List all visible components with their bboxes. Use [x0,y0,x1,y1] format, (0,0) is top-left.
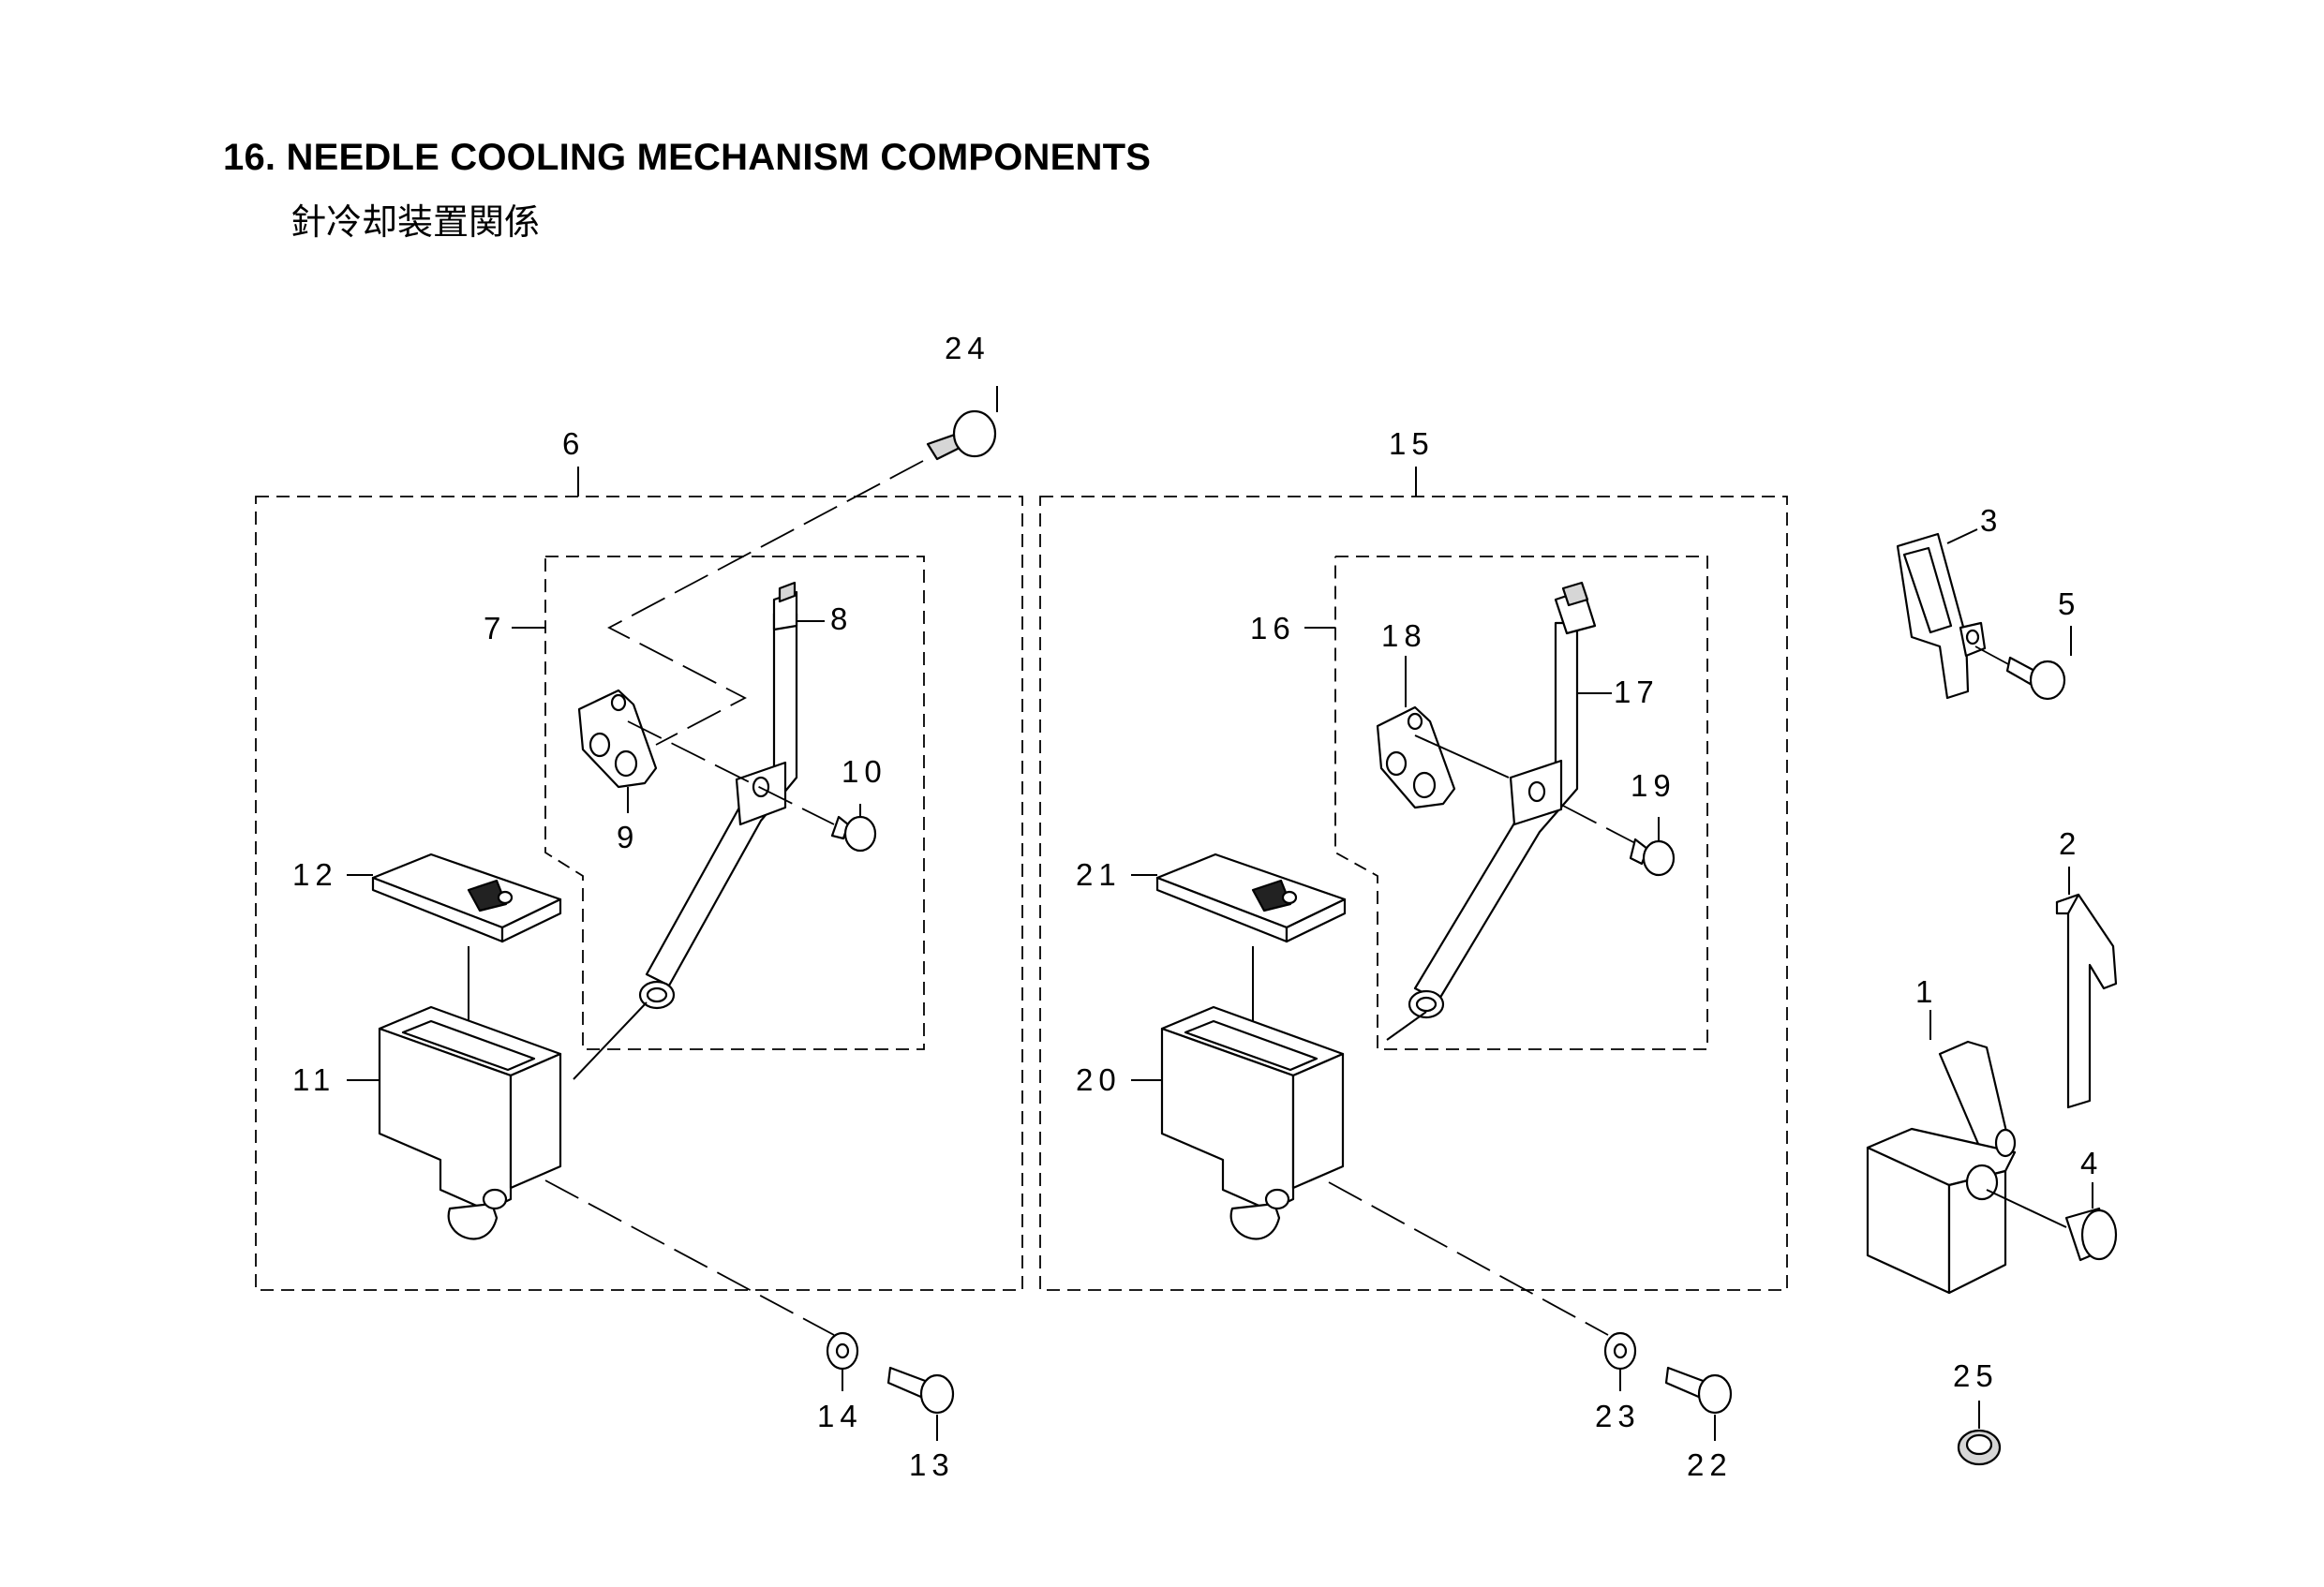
assembly-6-frame [255,496,1023,1291]
callout-25: 25 [1953,1358,1999,1393]
part-12-cover-end [500,897,562,943]
callout-11: 11 [292,1062,335,1097]
part-19-screw-head [1642,839,1676,877]
leader-13-14-route [544,1179,835,1336]
callout-10: 10 [842,754,887,789]
part-8-tip [778,581,797,603]
callout-23: 23 [1595,1399,1641,1433]
part-20-tank-elbow [1229,1202,1281,1240]
assembly-15-frame [1039,496,1788,1291]
assembly-7-frame [544,556,925,1050]
part-11-tank-fitting [482,1188,508,1210]
part-12-cover-hole [497,890,514,905]
callout-17: 17 [1614,675,1660,709]
block-to-cap-line [1986,1189,2067,1228]
part-18-hole-left [1385,750,1408,777]
page-title: 16. NEEDLE COOLING MECHANISM COMPONENTS [223,137,1152,178]
part-10-screw-shank [830,815,850,840]
part-11-tank-side [509,1052,562,1190]
callout-6: 6 [562,426,585,461]
part-14-washer-hole [835,1342,850,1359]
part-22-screw-head [1697,1373,1733,1415]
part-8-pipe-hole [646,986,668,1003]
leader-5-route [1974,645,2011,666]
callout-13: 13 [909,1447,955,1482]
leader-24-route [607,460,924,746]
part-18-hole-right [1412,771,1437,799]
leader-19-route [1562,805,1636,844]
tank-to-pipe-line [573,1001,648,1080]
callout-16: 16 [1250,611,1296,645]
callout-1: 1 [1915,974,1938,1009]
callout-3: 3 [1980,503,2003,538]
callout-24: 24 [945,331,991,365]
part-25-grommet-hole [1965,1433,1993,1456]
part-3-clamp-hole [1965,629,1980,645]
assembly-15-group: 15 16 17 18 [1039,426,1788,1482]
part-1-block-bore [1965,1164,1999,1201]
part-9-hole-top [610,693,627,712]
assembly-16-frame [1334,556,1708,1050]
callout-7: 7 [484,611,506,645]
part-9-hole-right [614,749,638,778]
part-4-cap-face [2080,1209,2118,1261]
part-21-cover-hole [1281,890,1298,905]
part-21-cover-end [1285,897,1347,943]
part-9-hole-left [588,732,611,758]
part-2-strip [2055,893,2118,1109]
leader-3 [1946,528,1978,544]
assembly-6-group: 6 7 8 9 [255,331,1023,1482]
part-20-tank-side [1291,1052,1345,1190]
callout-21: 21 [1076,857,1122,892]
part-3-clamp-slot [1902,546,1953,634]
part-11-tank-elbow [447,1202,499,1240]
part-10-screw-head [843,815,877,853]
callout-19: 19 [1631,768,1676,803]
loose-parts-group: 3 5 2 1 4 [1866,503,2118,1466]
callout-9: 9 [617,820,639,854]
callout-20: 20 [1076,1062,1122,1097]
part-11-tank-opening [401,1019,536,1072]
part-13-screw-head [919,1373,955,1415]
part-18-hole-top [1407,712,1423,731]
part-24-fitting-head [952,409,997,458]
callout-18: 18 [1381,618,1427,653]
callout-2: 2 [2059,826,2081,861]
part-2-strip-top [2055,893,2080,915]
callout-5: 5 [2058,586,2080,621]
part-17-tip [1561,581,1589,607]
part-23-washer-hole [1613,1342,1628,1359]
callout-14: 14 [817,1399,863,1433]
callout-15: 15 [1389,426,1435,461]
callout-12: 12 [292,857,338,892]
pipe-17-tail-line [1386,1011,1427,1041]
page-subtitle: 針冷却装置関係 [290,201,541,243]
part-20-tank-fitting [1264,1188,1290,1210]
part-20-tank-opening [1184,1019,1318,1072]
leader-10-dashed [627,720,835,825]
leader-22-23-route [1328,1181,1609,1336]
bracket-18-to-pipe-line [1414,734,1510,779]
callout-4: 4 [2080,1146,2103,1180]
part-17-pipe-hole [1415,996,1438,1013]
part-1-block-stud [1994,1128,2017,1158]
callout-8: 8 [830,601,853,636]
part-5-screw-head [2029,660,2066,701]
callout-22: 22 [1687,1447,1733,1482]
part-1-fin [1938,1040,2012,1159]
part-17-bracket-hole [1527,780,1546,803]
